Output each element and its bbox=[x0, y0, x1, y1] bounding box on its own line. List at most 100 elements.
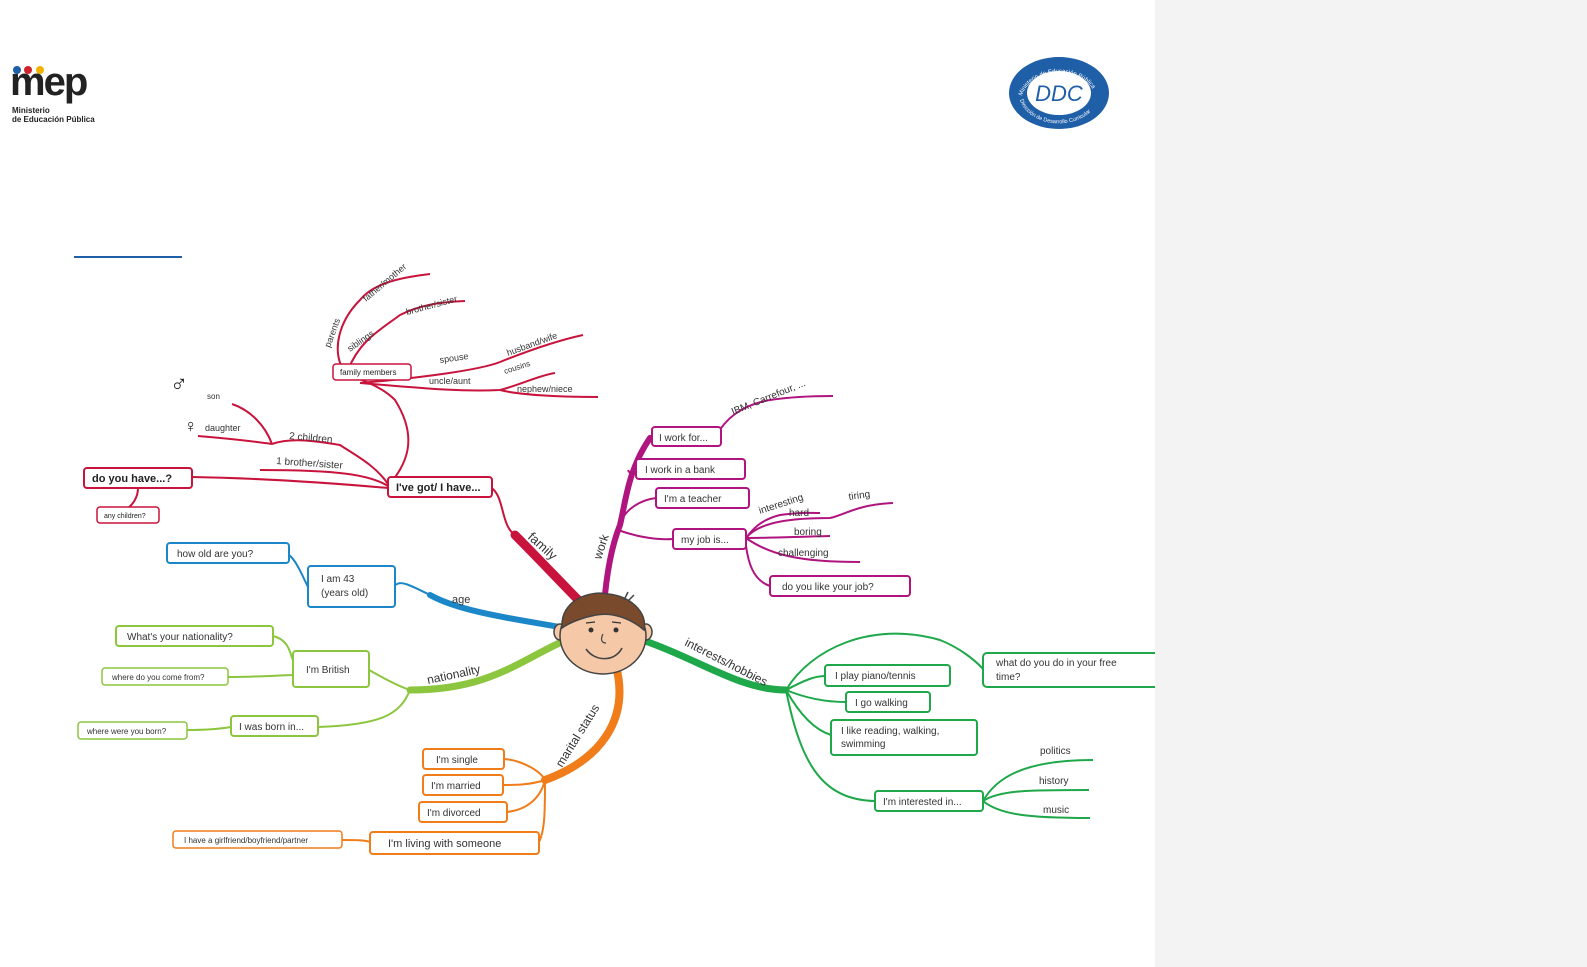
mep-logo-dot-blue bbox=[13, 66, 21, 74]
label-piano: I play piano/tennis bbox=[835, 671, 916, 682]
node-whats-nationality bbox=[115, 625, 274, 647]
node-born-in bbox=[230, 715, 319, 737]
node-reading bbox=[830, 719, 978, 756]
label-hard: hard bbox=[789, 508, 809, 519]
label-son: son bbox=[207, 392, 220, 401]
central-face-icon bbox=[553, 591, 653, 675]
label-living-with: I'm living with someone bbox=[388, 838, 501, 850]
node-any-children bbox=[96, 506, 160, 524]
label-politics: politics bbox=[1040, 746, 1071, 757]
label-history: history bbox=[1039, 776, 1068, 787]
branch-age bbox=[427, 592, 569, 631]
label-tiring: tiring bbox=[848, 489, 871, 503]
label-partner: I have a girlfriend/boyfriend/partner bbox=[184, 836, 308, 845]
family-mind-map: I've got/ I have... do you have...? any … bbox=[72, 258, 1170, 858]
node-i-am bbox=[307, 565, 396, 608]
label-reading-line2: swimming bbox=[841, 739, 885, 750]
node-british bbox=[292, 650, 370, 688]
mep-subtitle-line1: Ministerio bbox=[12, 106, 50, 115]
label-do-you-have: do you have...? bbox=[92, 473, 172, 485]
mep-subtitle-line2: de Educación Pública bbox=[12, 115, 95, 124]
node-work-for bbox=[651, 426, 722, 447]
document-page: mep Ministerio de Educación Pública Mini… bbox=[10, 57, 1168, 855]
link-underline[interactable] bbox=[74, 256, 182, 258]
mep-logo-dot-red bbox=[24, 66, 32, 74]
work-connectors bbox=[617, 395, 894, 587]
label-spouse: spouse bbox=[439, 351, 469, 365]
label-whats-nationality: What's your nationality? bbox=[127, 632, 233, 643]
label-free-time-line1: what do you do in your free bbox=[995, 658, 1117, 669]
node-partner bbox=[172, 830, 343, 849]
node-single bbox=[422, 748, 505, 770]
node-like-job bbox=[769, 575, 911, 597]
label-music: music bbox=[1043, 805, 1069, 816]
mep-wordmark: mep bbox=[10, 60, 88, 104]
mep-logo-dot-yellow bbox=[36, 66, 44, 74]
node-how-old bbox=[166, 542, 290, 564]
interests-connectors bbox=[785, 632, 1094, 819]
label-where-born: where were you born? bbox=[86, 727, 167, 736]
branch-interests bbox=[641, 637, 790, 694]
label-divorced: I'm divorced bbox=[427, 808, 481, 819]
female-symbol-icon: ♀ bbox=[184, 416, 198, 436]
label-like-job: do you like your job? bbox=[782, 582, 874, 593]
label-bank: I work in a bank bbox=[645, 465, 716, 476]
label-i-am-line2: (years old) bbox=[321, 588, 368, 599]
branch-family-thin bbox=[489, 486, 516, 536]
label-uncle-aunt: uncle/aunt bbox=[429, 376, 471, 386]
node-teacher bbox=[655, 487, 750, 509]
label-single: I'm single bbox=[436, 755, 478, 766]
side-panel bbox=[1155, 0, 1587, 967]
node-where-from bbox=[101, 667, 229, 686]
node-do-you-have bbox=[83, 467, 193, 489]
age-connector bbox=[288, 554, 309, 588]
node-ive-got bbox=[387, 476, 493, 498]
label-any-children: any children? bbox=[104, 513, 146, 520]
label-work-for: I work for... bbox=[659, 433, 708, 444]
node-living-with bbox=[369, 831, 540, 855]
label-walking: I go walking bbox=[855, 698, 908, 709]
label-nephew-niece: nephew/niece bbox=[517, 384, 573, 394]
label-father-mother: father/mother bbox=[361, 261, 408, 303]
node-walking bbox=[845, 691, 931, 713]
branch-nationality bbox=[406, 636, 570, 694]
node-where-born bbox=[77, 721, 188, 740]
label-free-time-line2: time? bbox=[996, 672, 1021, 683]
branch-marital bbox=[541, 662, 624, 784]
label-interested-in: I'm interested in... bbox=[883, 797, 962, 808]
label-one-brother: 1 brother/sister bbox=[276, 456, 344, 472]
label-born-in: I was born in... bbox=[239, 722, 304, 733]
mep-logo: mep Ministerio de Educación Pública bbox=[10, 62, 110, 132]
label-i-am-line1: I am 43 bbox=[321, 574, 355, 585]
label-ive-got: I've got/ I have... bbox=[396, 482, 481, 494]
seal-inner-disc bbox=[1027, 71, 1091, 115]
label-brother-sister-top: brother/sister bbox=[405, 294, 458, 317]
node-divorced bbox=[418, 801, 508, 823]
label-job-is: my job is... bbox=[681, 535, 729, 546]
label-daughter: daughter bbox=[205, 423, 241, 433]
label-siblings: siblings bbox=[345, 328, 376, 354]
label-boring: boring bbox=[794, 527, 822, 538]
node-interested-in bbox=[874, 790, 984, 812]
label-reading-line1: I like reading, walking, bbox=[841, 726, 939, 737]
male-symbol-icon: ♂ bbox=[170, 371, 188, 398]
node-job-is bbox=[672, 528, 747, 550]
label-family-members: family members bbox=[340, 368, 396, 377]
label-married: I'm married bbox=[431, 781, 481, 792]
label-challenging: challenging bbox=[778, 548, 829, 559]
seal-monogram: DDC bbox=[1035, 81, 1083, 106]
node-married bbox=[422, 774, 504, 796]
marital-connectors bbox=[341, 758, 546, 843]
label-british: I'm British bbox=[306, 665, 350, 676]
label-cousins: cousins bbox=[503, 359, 532, 376]
ddc-seal-logo: Ministerio de Educación Pública Direcció… bbox=[1009, 57, 1109, 129]
label-where-from: where do you come from? bbox=[111, 673, 205, 682]
label-how-old: how old are you? bbox=[177, 549, 254, 560]
label-two-children: 2 children bbox=[289, 431, 333, 446]
label-branch-age: age bbox=[452, 594, 470, 606]
branch-age-thin bbox=[395, 582, 431, 596]
node-bank bbox=[635, 458, 746, 480]
node-family-members bbox=[332, 363, 412, 381]
node-piano bbox=[824, 664, 951, 687]
label-teacher: I'm a teacher bbox=[664, 494, 722, 505]
